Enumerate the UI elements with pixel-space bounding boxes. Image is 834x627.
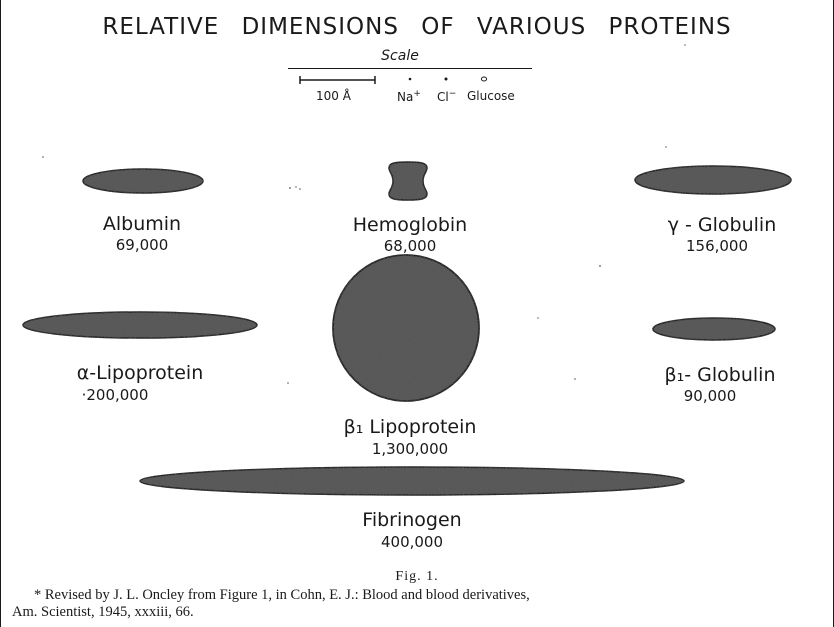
gamma-globulin-weight: 156,000 xyxy=(642,237,792,255)
beta1-globulin-weight: 90,000 xyxy=(640,387,780,405)
beta1-globulin-name: β₁- Globulin xyxy=(640,364,800,386)
scale-title: Scale xyxy=(330,48,470,64)
glucose-size-mark xyxy=(481,77,486,81)
glucose-label: Glucose xyxy=(467,89,515,103)
gamma-globulin-shape xyxy=(635,166,791,194)
chloride-charge: − xyxy=(449,89,457,99)
sodium-charge: + xyxy=(413,89,421,99)
footnote-line-2: Am. Scientist, 1945, xxxiii, 66. xyxy=(12,604,832,621)
beta1-lipoprotein-shape xyxy=(333,255,479,401)
fibrinogen-name: Fibrinogen xyxy=(337,509,487,531)
beta1-lipoprotein-weight: 1,300,000 xyxy=(335,440,485,458)
sodium-label: Na+ xyxy=(397,89,421,104)
figure-title: RELATIVE DIMENSIONS OF VARIOUS PROTEINS xyxy=(0,14,834,40)
sodium-symbol: Na xyxy=(397,90,413,104)
chloride-symbol: Cl xyxy=(437,90,449,104)
hemoglobin-weight: 68,000 xyxy=(335,237,485,255)
beta1-lipoprotein-name: β₁ Lipoprotein xyxy=(320,416,500,438)
footnote-line-1: * Revised by J. L. Oncley from Figure 1,… xyxy=(12,587,832,604)
sodium-size-dot xyxy=(409,78,412,81)
figure-caption: Fig. 1. xyxy=(0,569,834,585)
chloride-label: Cl− xyxy=(437,89,456,104)
scale-underline xyxy=(288,68,532,69)
fibrinogen-weight: 400,000 xyxy=(337,533,487,551)
hemoglobin-name: Hemoglobin xyxy=(335,214,485,236)
alpha-lipoprotein-weight: ·200,000 xyxy=(40,386,190,404)
scale-bar xyxy=(300,76,375,84)
albumin-shape xyxy=(83,169,203,193)
albumin-name: Albumin xyxy=(82,213,202,235)
fibrinogen-shape xyxy=(140,467,684,495)
chloride-size-dot xyxy=(445,78,448,81)
albumin-weight: 69,000 xyxy=(82,236,202,254)
footnote: * Revised by J. L. Oncley from Figure 1,… xyxy=(12,587,832,621)
hemoglobin-shape xyxy=(389,162,427,200)
scale-bar-label: 100 Å xyxy=(316,89,351,103)
alpha-lipoprotein-shape xyxy=(23,312,257,338)
alpha-lipoprotein-name: α-Lipoprotein xyxy=(40,362,240,384)
beta1-globulin-shape xyxy=(653,318,775,340)
gamma-globulin-name: γ - Globulin xyxy=(642,214,802,236)
